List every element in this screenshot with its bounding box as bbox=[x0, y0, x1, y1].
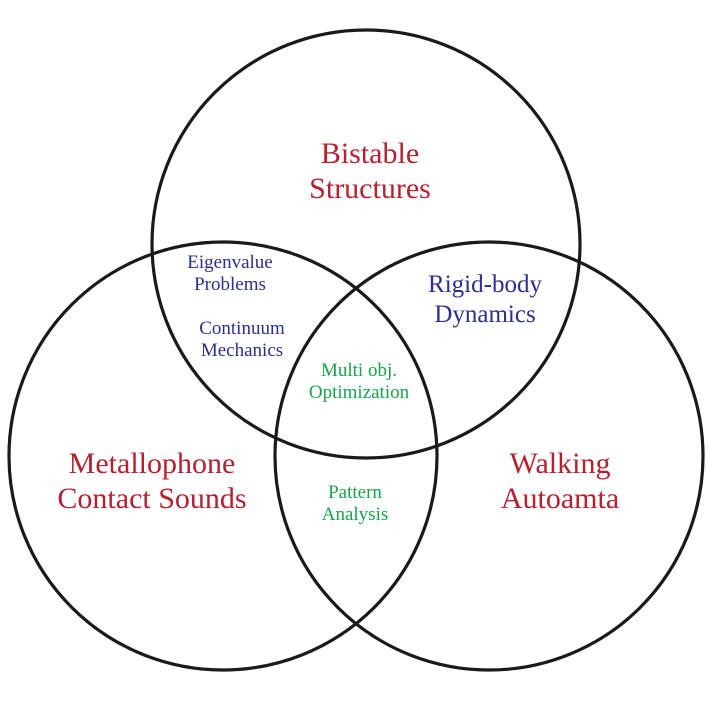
label-pattern-analysis: Pattern Analysis bbox=[321, 482, 389, 526]
label-bistable-structures: Bistable Structures bbox=[309, 137, 431, 206]
circle-bistable-structures bbox=[150, 28, 582, 460]
label-metallophone-contact-sounds: Metallophone Contact Sounds bbox=[57, 447, 247, 516]
label-multi-obj-optimization: Multi obj. Optimization bbox=[308, 360, 410, 404]
label-rigid-body-dynamics: Rigid-body Dynamics bbox=[428, 271, 542, 328]
label-continuum-mechanics: Continuum Mechanics bbox=[199, 318, 285, 362]
label-eigenvalue-problems: Eigenvalue Problems bbox=[187, 252, 273, 296]
circle-walking-autoamta bbox=[273, 240, 705, 672]
circle-metallophone-contact-sounds bbox=[7, 240, 439, 672]
label-walking-autoamta: Walking Autoamta bbox=[500, 447, 620, 516]
